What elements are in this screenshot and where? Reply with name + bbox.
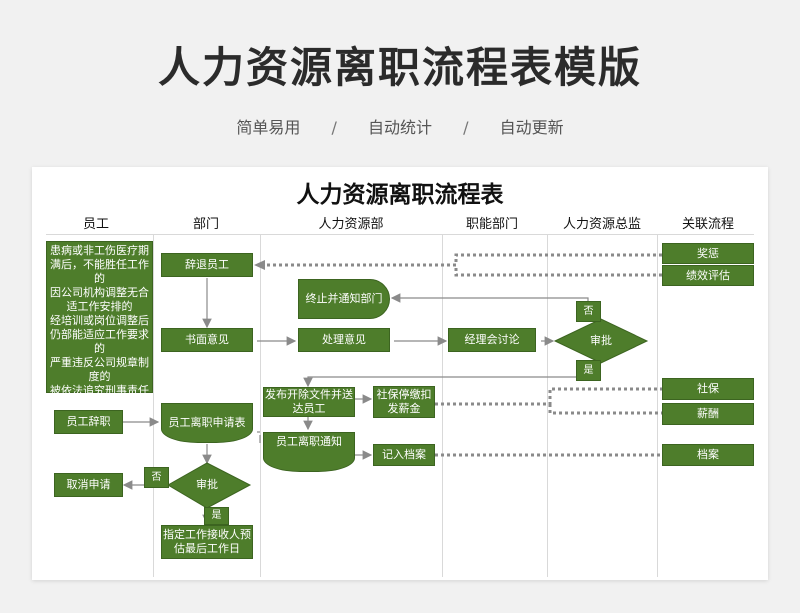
header-divider <box>46 234 754 235</box>
related-social-security: 社保 <box>662 378 754 400</box>
written-opinion-node: 书面意见 <box>161 328 253 352</box>
lane-divider <box>547 234 548 577</box>
related-archive: 档案 <box>662 444 754 466</box>
director-approve-label: 审批 <box>590 334 612 347</box>
department-approve-label: 审批 <box>196 478 218 491</box>
resignation-notice-node: 员工离职通知 <box>263 432 355 472</box>
page-title: 人力资源离职流程表模版 <box>157 43 642 92</box>
director-no-tag: 否 <box>576 301 601 322</box>
flowchart-card: 人力资源离职流程表 员工 部门 人力资源部 职能部门 人力资源总监 关联流程 <box>32 167 768 580</box>
department-yes-tag: 是 <box>204 507 229 525</box>
related-performance: 绩效评估 <box>662 265 754 286</box>
tagline-bar: 简单易用 / 自动统计 / 自动更新 <box>0 114 800 138</box>
tagline-easy: 简单易用 <box>236 118 301 137</box>
tagline-update: 自动更新 <box>499 118 564 137</box>
process-opinion-node: 处理意见 <box>298 328 390 352</box>
employee-resign-node: 员工辞职 <box>54 410 123 434</box>
stop-insurance-node: 社保停缴扣发薪金 <box>373 386 435 418</box>
issue-dismissal-doc-node: 发布开除文件并送达员工 <box>263 387 355 417</box>
flowchart-title: 人力资源离职流程表 <box>296 181 504 208</box>
record-archive-node: 记入档案 <box>373 444 435 466</box>
lane-divider <box>657 234 658 577</box>
terminate-notify-node: 终止并通知部门 <box>298 279 390 319</box>
column-functional: 职能部门 <box>465 217 519 232</box>
related-salary: 薪酬 <box>662 403 754 425</box>
tagline-separator: / <box>463 118 469 137</box>
related-reward-punish: 奖惩 <box>662 243 754 264</box>
resignation-form-node: 员工离职申请表 <box>161 403 253 443</box>
tagline-stats: 自动统计 <box>367 118 432 137</box>
director-yes-tag: 是 <box>576 360 601 381</box>
handover-node: 指定工作接收人预估最后工作日 <box>161 525 253 559</box>
tagline-separator: / <box>331 118 337 137</box>
column-hr-director: 人力资源总监 <box>562 217 642 232</box>
column-hr: 人力资源部 <box>318 217 384 232</box>
column-related: 关联流程 <box>681 217 735 232</box>
column-employee: 员工 <box>82 217 110 232</box>
department-no-tag: 否 <box>144 467 169 488</box>
lane-divider <box>153 234 154 577</box>
lane-divider <box>442 234 443 577</box>
dismiss-employee-node: 辞退员工 <box>161 253 253 277</box>
manager-discuss-node: 经理会讨论 <box>448 328 536 352</box>
cancel-application-node: 取消申请 <box>54 473 123 497</box>
column-department: 部门 <box>192 217 220 232</box>
lane-divider <box>260 234 261 577</box>
employee-dismissal-reasons: 患病或非工伤医疗期满后，不能胜任工作的 因公司机构调整无合适工作安排的 经培训或… <box>46 241 153 397</box>
